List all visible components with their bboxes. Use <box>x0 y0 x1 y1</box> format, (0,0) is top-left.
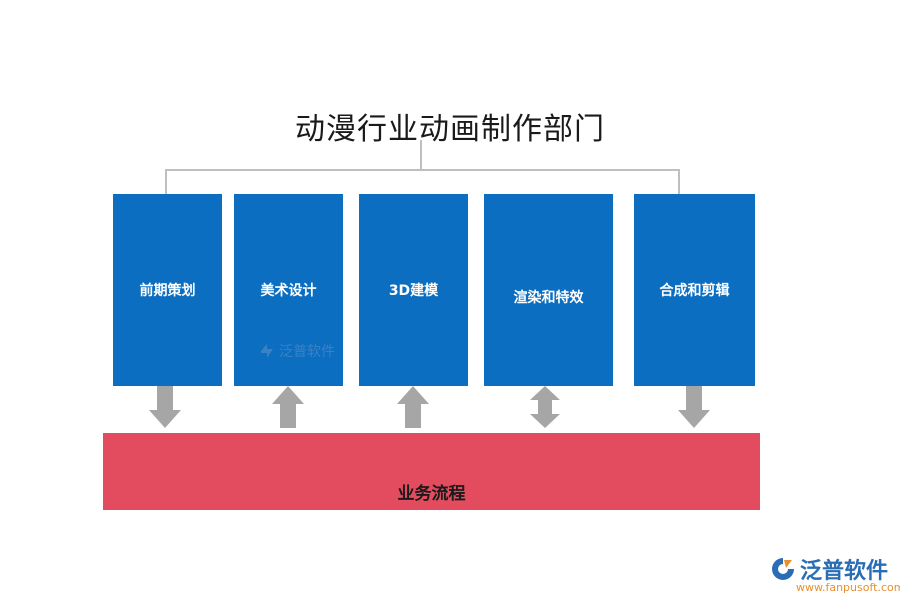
business-process-bar: 业务流程 <box>103 433 760 510</box>
department-label: 合成和剪辑 <box>659 283 730 299</box>
arrow-up-icon <box>272 386 304 428</box>
business-process-label: 业务流程 <box>397 484 466 504</box>
brand-logo: 泛普软件 <box>770 553 888 585</box>
department-box-compositing-editing: 合成和剪辑 <box>634 194 755 386</box>
arrow-bidirectional-icon <box>530 386 560 428</box>
department-label: 美术设计 <box>260 283 317 299</box>
department-label: 3D建模 <box>388 283 439 299</box>
department-label: 前期策划 <box>139 283 196 299</box>
brand-url: www.fanpusoft.com <box>796 581 900 594</box>
watermark-text: 泛普软件 <box>279 344 335 360</box>
arrow-down-icon <box>678 386 710 428</box>
department-box-art-design: 美术设计 <box>234 194 343 386</box>
watermark: 泛普软件 <box>258 341 335 361</box>
arrow-up-icon <box>397 386 429 428</box>
diagram-title: 动漫行业动画制作部门 <box>295 112 605 147</box>
arrow-down-icon <box>149 386 181 428</box>
fanpu-logo-icon <box>261 344 273 358</box>
department-label: 渲染和特效 <box>513 290 584 306</box>
department-box-rendering-effects: 渲染和特效 <box>484 194 613 386</box>
brand-name: 泛普软件 <box>800 559 889 584</box>
org-connector-lines <box>165 140 680 194</box>
department-box-3d-modeling: 3D建模 <box>359 194 468 386</box>
department-box-planning: 前期策划 <box>113 194 222 386</box>
fanpu-logo-icon <box>772 558 794 580</box>
